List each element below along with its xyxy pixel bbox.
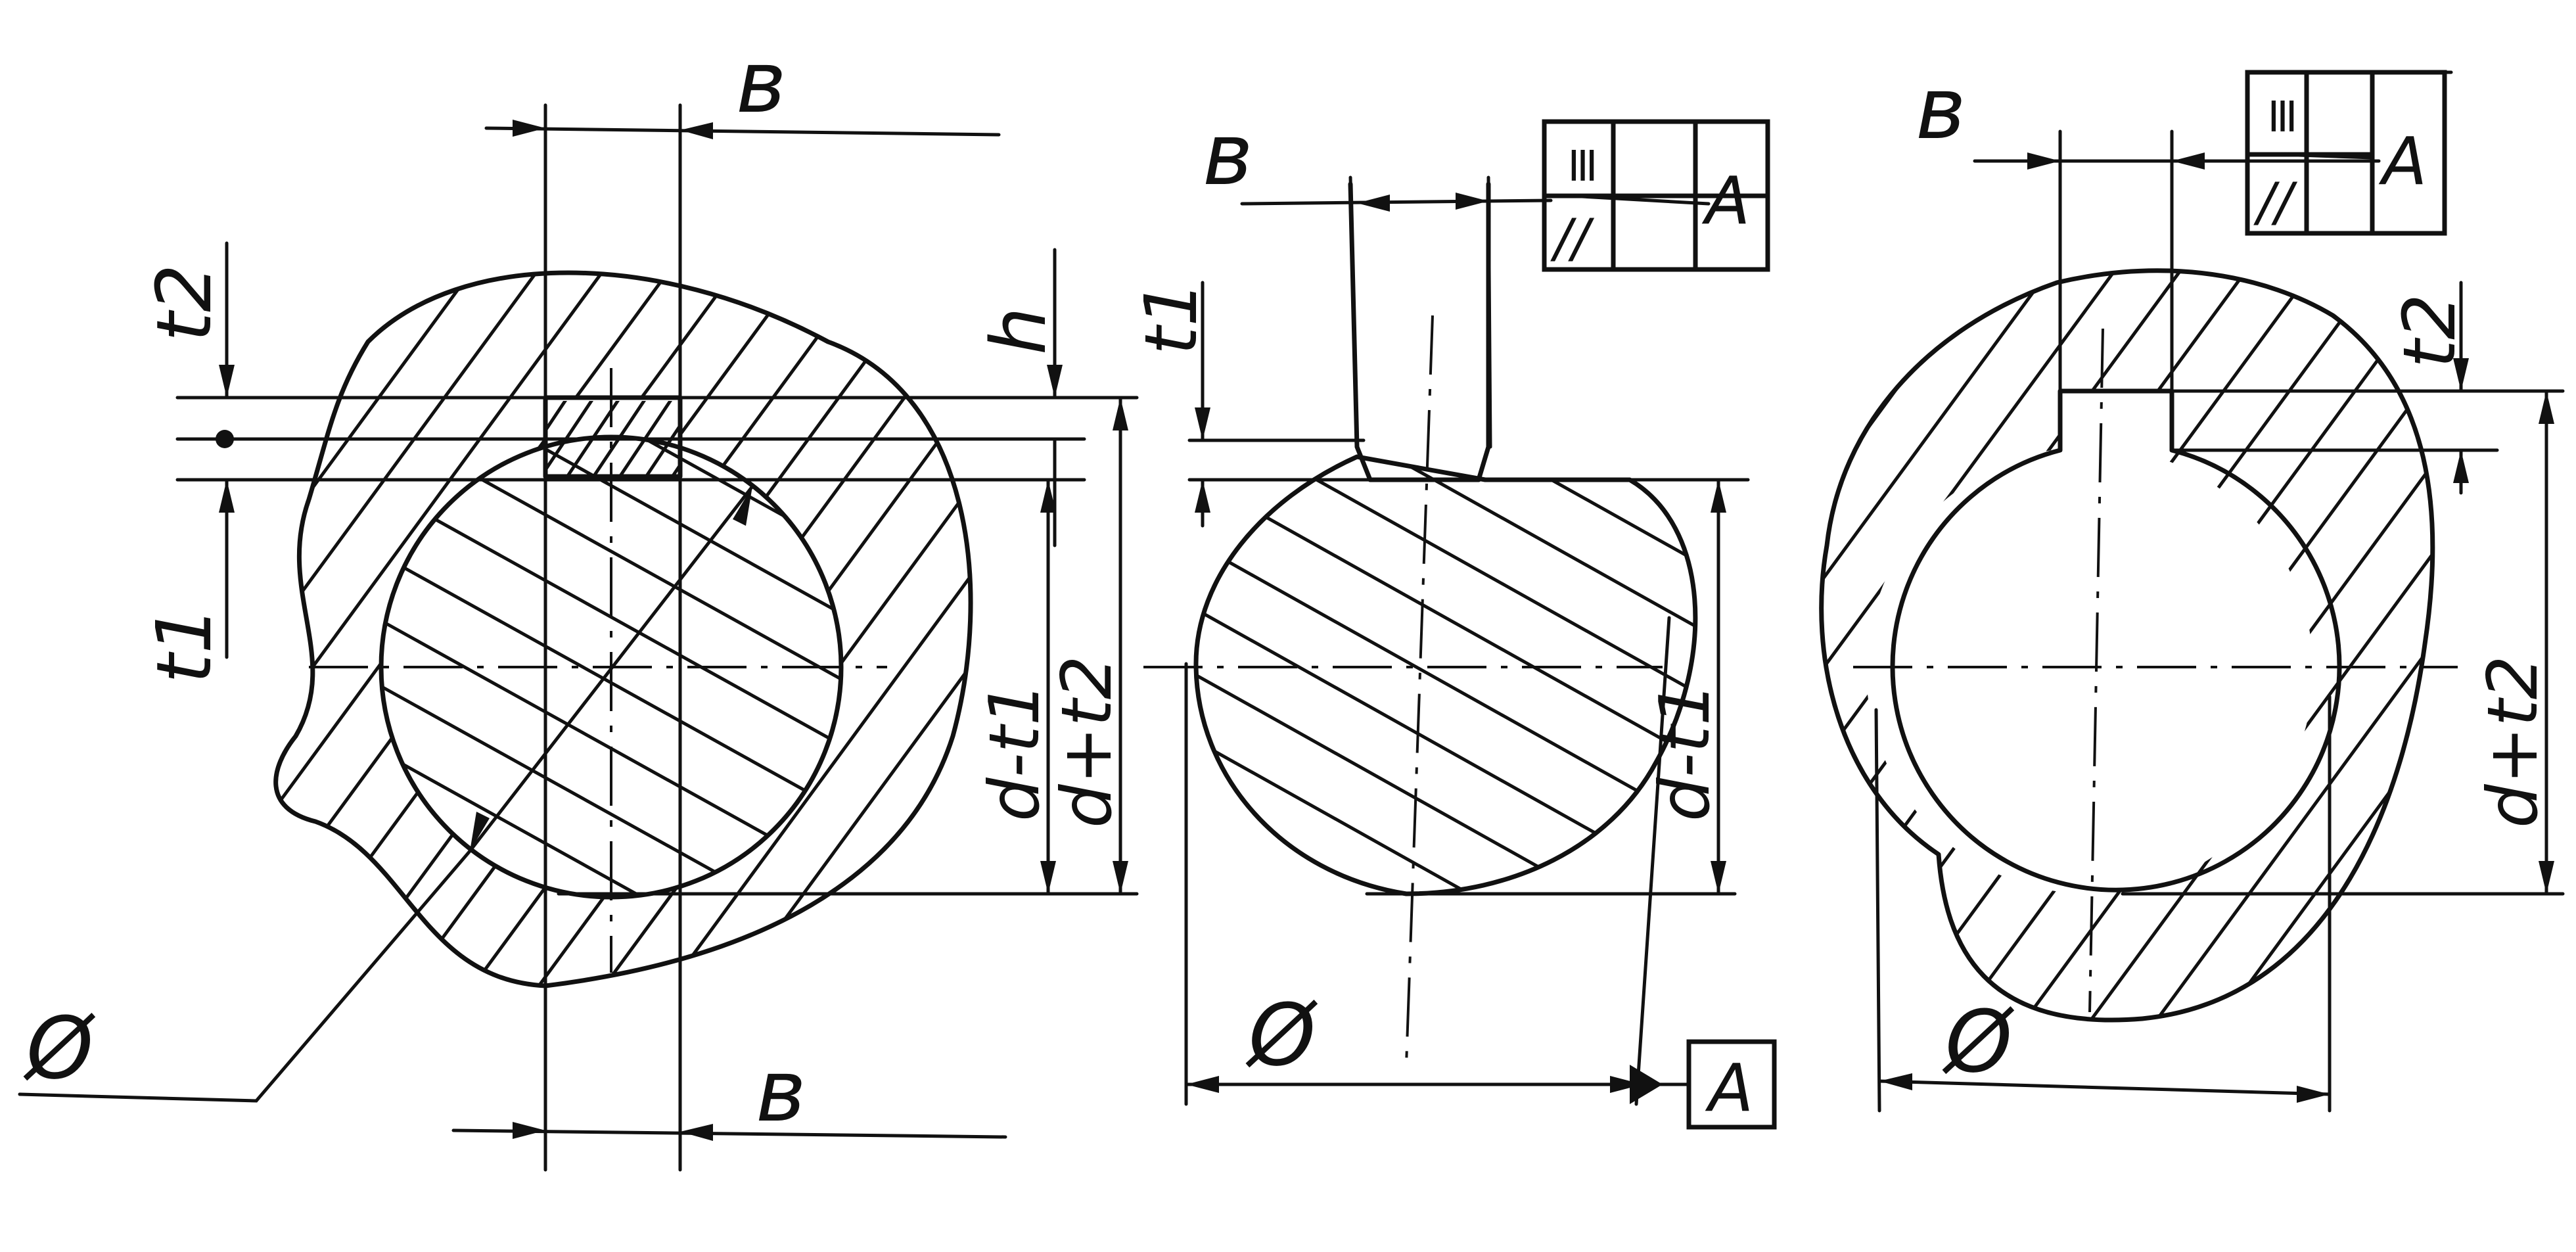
fig1-arrow [680,122,713,139]
fig1-dim-b-top [484,126,1001,137]
fig1-shaft-hatching [381,437,841,897]
fig3-arrow [2539,861,2554,894]
fig1-hub-outline [273,270,973,988]
fig1-arrow [513,1122,545,1139]
fig2-tolerance-frame: ≡ // A [1542,119,1770,272]
fig2-ext-dia-right [1634,616,1671,1106]
fig3-arrow [1879,1073,1912,1090]
fig1-arrow [1047,365,1063,398]
fig2-label-diameter: Ø [1245,985,1318,1085]
fig1-arrow [1040,480,1056,513]
fig3-frame-datum: A [2378,123,2427,200]
fig1-label-b-bottom: в [756,1041,806,1141]
fig3-arrow [2539,391,2554,424]
fig3-label-d-plus-t2: d+t2 [2473,655,2553,828]
fig3-ext-dia-left [1874,708,1881,1113]
figure-3-hub: ≡ // A в t2 d+t2 Ø [1819,58,2565,1113]
fig1-label-t2: t2 [141,264,229,342]
fig1-diameter-line [468,484,754,853]
fig2-arrow [1195,407,1210,440]
fig2-frame-symbol-symmetry: ≡ [1555,145,1613,186]
fig1-dot [216,430,234,448]
fig1-label-d-minus-t1: d-t1 [975,682,1055,822]
fig2-datum-box [1686,1039,1777,1130]
fig3-dim-diameter [1877,1079,2332,1096]
fig1-arrow [680,1124,713,1141]
fig1-arrow [1113,861,1128,894]
fig1-label-h: h [975,307,1063,355]
fig2-arrow [1610,1076,1643,1093]
fig3-label-b: в [1916,58,1966,158]
fig2-arrow [1711,480,1726,513]
fig2-arrow [1195,480,1210,513]
figure-1-assembly: в в t2 t1 h d-t1 d+t2 Ø [18,32,1139,1172]
fig1-arrow [470,812,490,851]
fig1-arrow [219,365,235,398]
fig2-shaft-outline [1193,454,1698,896]
fig1-label-t1: t1 [141,606,229,684]
fig2-arrow [1456,193,1488,210]
fig3-centerline-v [2088,328,2104,1013]
fig3-arrow [2027,152,2060,170]
fig1-arrow [1040,861,1056,894]
fig2-ext-b-right [1486,175,1492,449]
fig2-keyway-outline [1348,181,1491,482]
fig1-label-d-plus-t2: d+t2 [1047,655,1127,828]
fig2-label-b: в [1203,104,1253,204]
fig3-arrow [2172,152,2205,170]
fig2-datum-triangle [1630,1065,1663,1104]
fig2-label-d-minus-t1: d-t1 [1645,682,1725,822]
fig2-shaft-hatching [1196,457,1695,894]
fig2-arrow [1711,861,1726,894]
fig1-label-diameter: Ø [23,998,96,1098]
fig3-frame-symbol-symmetry: ≡ [2255,95,2313,137]
fig1-arrow [219,480,235,513]
fig2-label-t1: t1 [1129,281,1213,355]
fig1-arrow [513,120,545,137]
fig1-arrow [1113,398,1128,430]
fig3-frame-symbol-parallel: // [2253,172,2298,233]
fig2-dim-b [1240,198,1553,206]
fig2-centerline-v [1405,315,1434,1065]
fig3-arrow [2453,450,2469,483]
fig2-arrow [1186,1076,1219,1093]
fig1-arrow [733,486,752,526]
fig2-frame-datum: A [1701,162,1750,239]
fig3-arrow [2453,358,2469,391]
fig3-tolerance-frame: ≡ // A [2245,70,2453,236]
fig1-dim-b-bottom [451,1128,1007,1139]
fig2-arrow [1357,195,1390,212]
figure-2-shaft: A ≡ // A в t1 d-t1 Ø [1129,104,1777,1130]
fig3-label-diameter: Ø [1942,992,2015,1092]
fig3-arrow [2297,1086,2330,1103]
fig3-hub-outline [1819,268,2435,1023]
fig1-label-b-top: в [736,32,787,132]
fig3-label-t2: t2 [2387,294,2472,368]
fig2-frame-symbol-parallel: // [1550,208,1595,269]
fig1-diameter-leader [18,849,472,1103]
fig2-datum-label: A [1705,1050,1753,1126]
fig3-bore-outline [1890,388,2342,893]
fig2-ext-b-left [1348,175,1359,449]
